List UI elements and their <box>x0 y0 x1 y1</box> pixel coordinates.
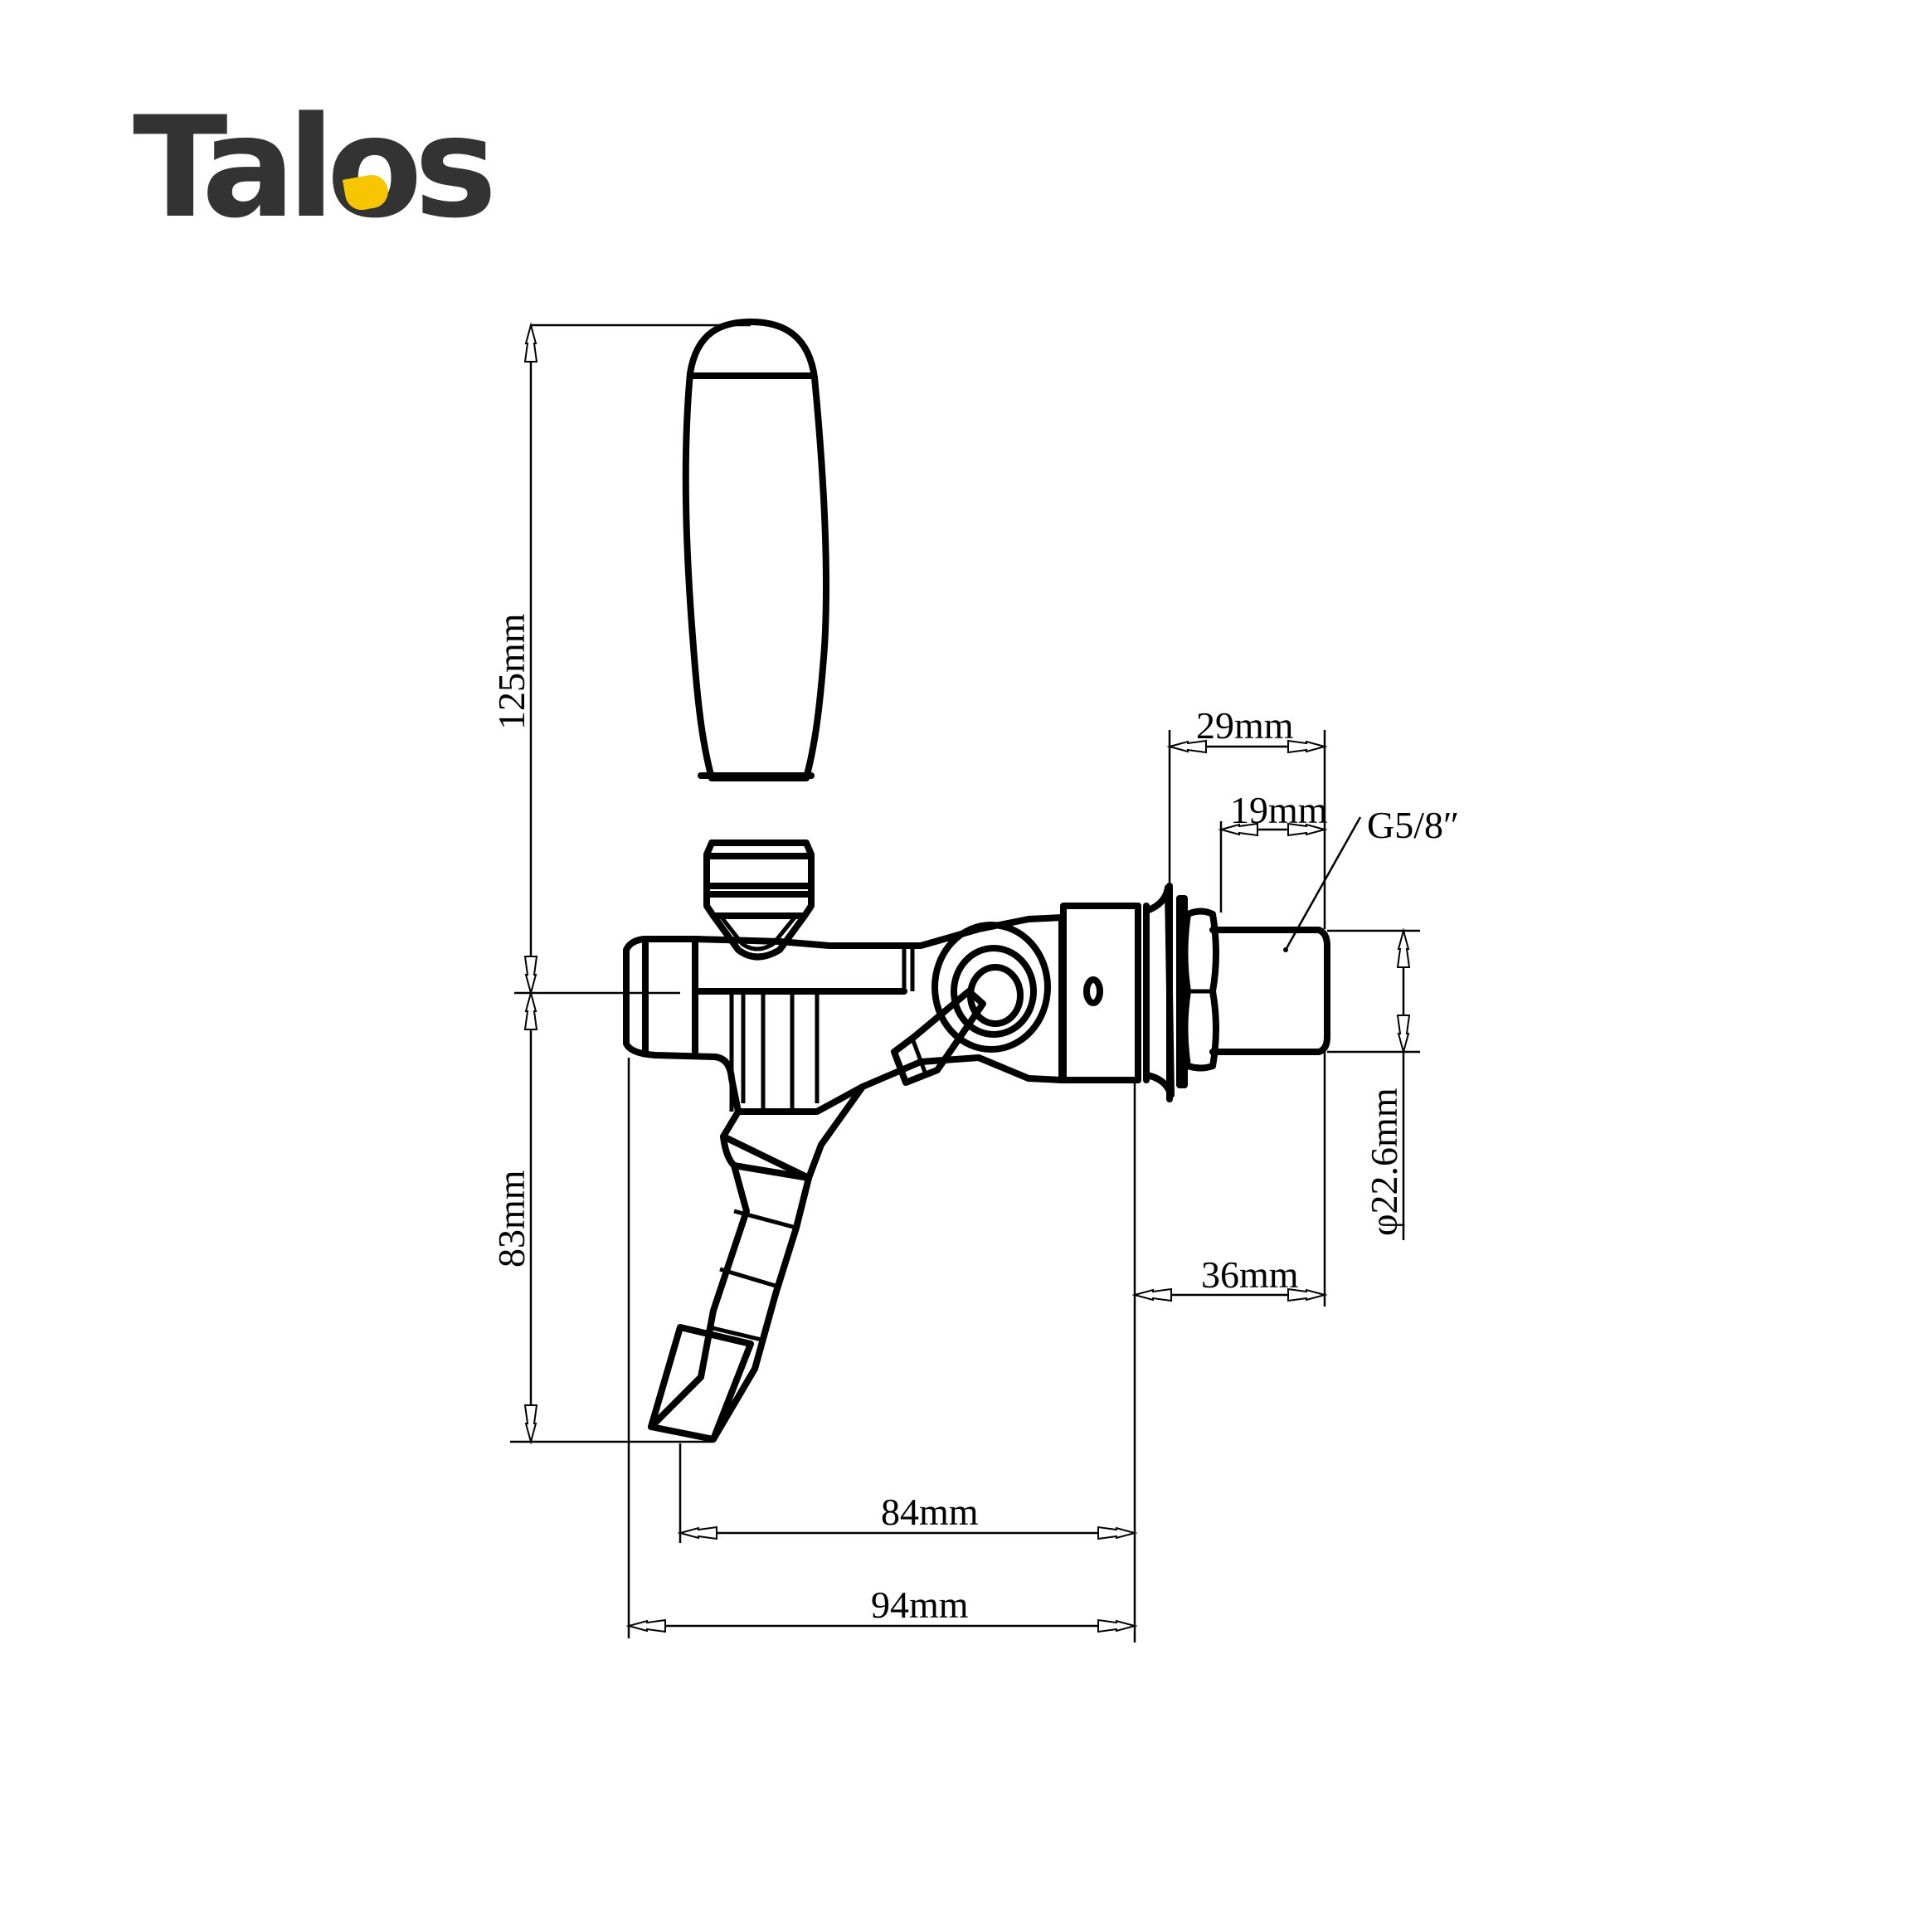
dim-diameter-22-6mm: φ22.6mm <box>1363 1088 1405 1236</box>
dim-thread-g58: G5/8″ <box>1367 804 1459 846</box>
tap-spout <box>648 1083 866 1443</box>
dim-19mm: 19mm <box>1230 789 1328 831</box>
dim-125mm: 125mm <box>490 613 533 730</box>
tap-body <box>623 883 1330 1115</box>
dim-36mm: 36mm <box>1201 1253 1299 1296</box>
dim-84mm: 84mm <box>881 1491 979 1533</box>
dim-83mm: 83mm <box>490 1170 533 1268</box>
logo-text-end: s <box>414 86 497 249</box>
dim-29mm: 29mm <box>1196 704 1294 747</box>
logo-text-start: Tal <box>133 86 335 249</box>
dim-94mm: 94mm <box>871 1584 969 1626</box>
dimension-labels: 125mm 83mm 29mm 19mm G5/8″ φ22.6mm 36mm … <box>490 613 1459 1626</box>
tap-handle <box>682 319 830 961</box>
logo-o-with-drop: o <box>326 86 422 249</box>
dimension-lines <box>510 324 1420 1642</box>
